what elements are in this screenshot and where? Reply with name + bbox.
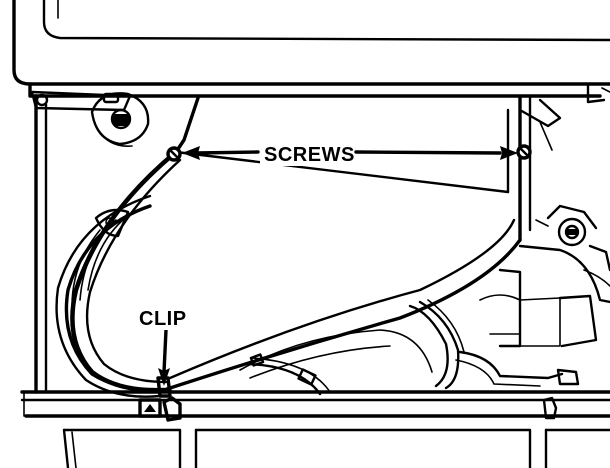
screws-label: SCREWS: [264, 144, 355, 166]
screws-leader-left: [182, 146, 260, 160]
screws-label-backdrop: [260, 138, 354, 166]
clip-label: CLIP: [139, 308, 187, 330]
lower-cabinet: [62, 428, 610, 468]
screws-leader-right: [354, 146, 518, 160]
cabinet-frame: [20, 94, 610, 418]
motor-assembly: [479, 204, 610, 348]
left-screw: [166, 146, 182, 162]
clip-label-backdrop: [136, 304, 190, 330]
idler-pulley: [90, 92, 150, 147]
right-screw: [516, 144, 532, 160]
wire-harness: [246, 350, 580, 396]
drum-and-belt: [55, 194, 465, 398]
cabinet-top-panel: [12, 0, 610, 104]
clip-leader: [158, 328, 170, 386]
bottom-clips: [138, 396, 558, 422]
